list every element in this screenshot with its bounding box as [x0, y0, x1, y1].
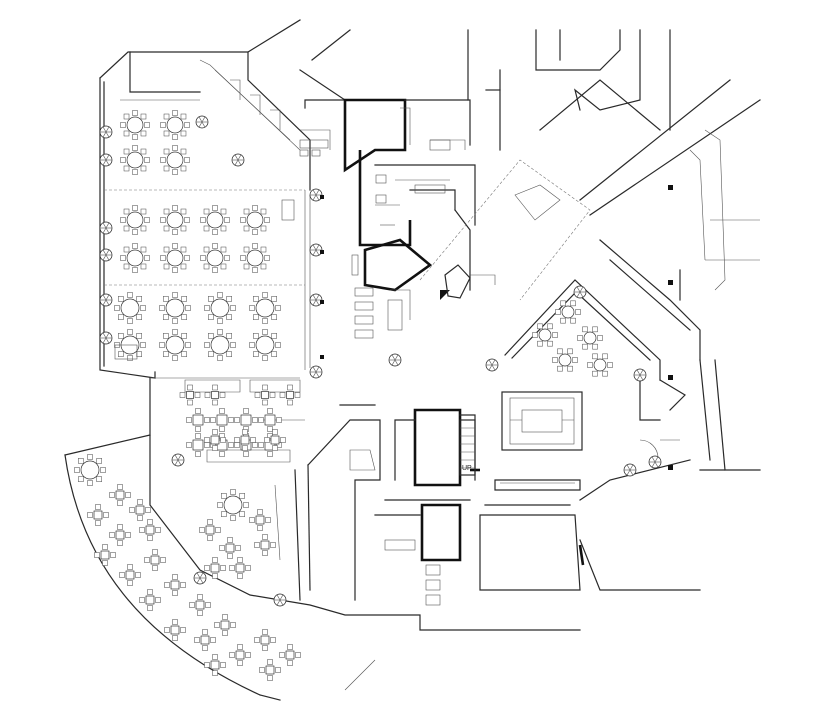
round-table [120, 243, 150, 273]
round-table [552, 348, 578, 372]
square-table [249, 509, 271, 531]
planter [99, 331, 113, 345]
round-table [200, 205, 230, 235]
square-table [258, 433, 282, 457]
square-table [139, 589, 161, 611]
round-tables [74, 110, 613, 521]
square-table [254, 629, 276, 651]
square-table [279, 644, 301, 666]
round-table [160, 243, 190, 273]
square-table [179, 384, 201, 406]
square-table [219, 537, 241, 559]
stair-up-label: UP [462, 465, 472, 472]
round-table [249, 292, 281, 324]
square-table [189, 594, 211, 616]
square-table [254, 534, 276, 556]
planter [573, 285, 587, 299]
square-tables [179, 384, 301, 579]
round-table [200, 243, 230, 273]
round-table [240, 205, 270, 235]
round-table [555, 300, 581, 324]
planter [485, 358, 499, 372]
round-table [587, 353, 613, 377]
round-table [120, 110, 150, 140]
square-table [214, 614, 236, 636]
round-table [159, 329, 191, 361]
planter [193, 571, 207, 585]
partitions [104, 59, 466, 561]
round-table [532, 323, 558, 347]
square-table [94, 544, 116, 566]
square-table [254, 384, 276, 406]
square-table [204, 557, 226, 579]
round-table [160, 110, 190, 140]
round-table [217, 489, 249, 521]
planter [99, 221, 113, 235]
planter [171, 453, 185, 467]
square-table [109, 524, 131, 546]
square-table [279, 384, 301, 406]
door-markers [320, 185, 680, 470]
planter [195, 115, 209, 129]
round-table [114, 292, 146, 324]
square-table [129, 499, 151, 521]
planter [648, 455, 662, 469]
square-table [204, 384, 226, 406]
square-table [234, 429, 256, 451]
square-table [229, 557, 251, 579]
planter [623, 463, 637, 477]
exterior-walls [64, 19, 761, 701]
planter [99, 248, 113, 262]
planter [309, 243, 323, 257]
square-table [164, 619, 186, 641]
planters [99, 115, 662, 607]
square-table [204, 429, 226, 451]
stair: UP [459, 419, 476, 476]
square-table [164, 574, 186, 596]
round-table [577, 326, 603, 350]
restroom-fixtures [114, 139, 451, 606]
round-table [204, 329, 236, 361]
square-table [186, 408, 210, 432]
square-table [144, 549, 166, 571]
round-table [120, 205, 150, 235]
planter [99, 293, 113, 307]
square-table [199, 519, 221, 541]
square-table [87, 504, 109, 526]
square-table [204, 654, 226, 676]
round-table [240, 243, 270, 273]
planter [633, 368, 647, 382]
square-table [259, 659, 281, 681]
round-table [160, 205, 190, 235]
square-table [139, 519, 161, 541]
square-table [234, 408, 258, 432]
round-table [204, 292, 236, 324]
square-table [258, 408, 282, 432]
planter [231, 153, 245, 167]
square-table [210, 408, 234, 432]
planter [309, 293, 323, 307]
square-table [194, 629, 216, 651]
square-table [109, 484, 131, 506]
planter [309, 365, 323, 379]
planter [99, 125, 113, 139]
planter [388, 353, 402, 367]
round-table [74, 454, 106, 486]
bar-island [494, 391, 583, 491]
square-table [186, 433, 210, 457]
planter [273, 593, 287, 607]
round-table [159, 292, 191, 324]
round-table [120, 145, 150, 175]
square-table [229, 644, 251, 666]
square-table [119, 564, 141, 586]
square-table [264, 429, 286, 451]
round-table [160, 145, 190, 175]
patio-tables [87, 484, 301, 681]
round-table [249, 329, 281, 361]
planter [99, 153, 113, 167]
